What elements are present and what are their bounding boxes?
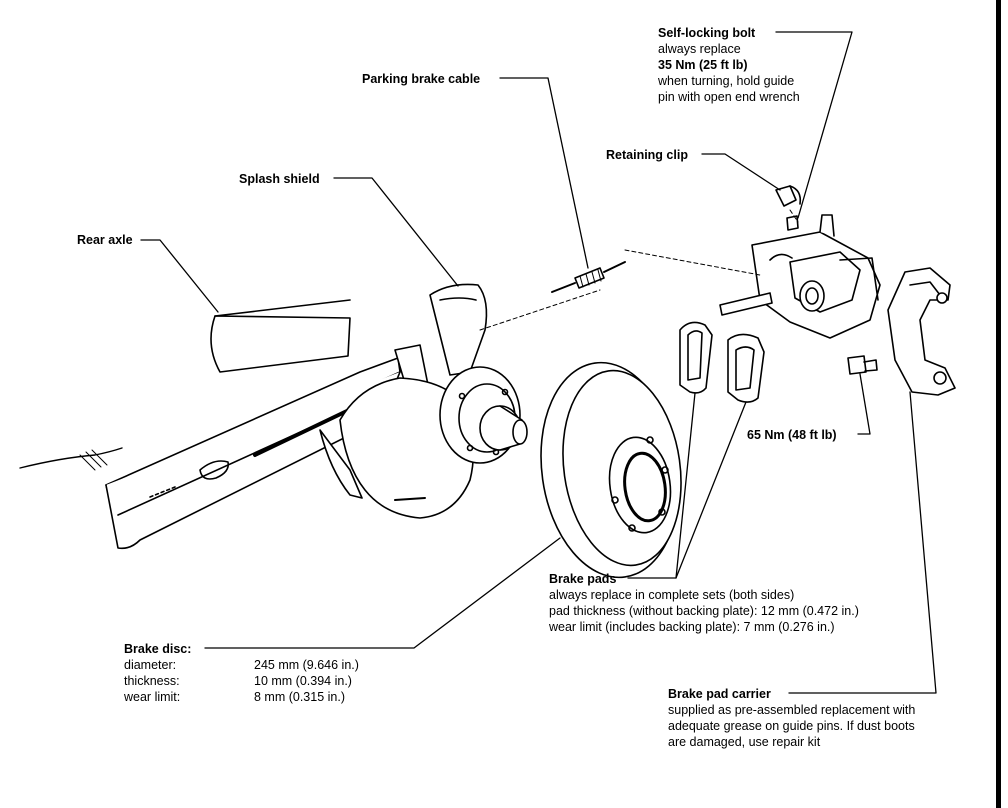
parking-brake-cable-drawing	[551, 261, 626, 293]
leader-lines	[140, 31, 937, 694]
spec-value: 245 mm (9.646 in.)	[254, 658, 359, 672]
right-border	[996, 0, 1001, 808]
brake-pads-line: pad thickness (without backing plate): 1…	[549, 604, 859, 618]
spec-value: 8 mm (0.315 in.)	[254, 690, 346, 704]
wheel-hub-drawing	[439, 366, 528, 464]
brake-pads-title: Brake pads	[549, 572, 617, 586]
brake-disc-spec-row: diameter: 245 mm (9.646 in.)	[124, 657, 359, 673]
assembly-guide-lines	[479, 209, 799, 331]
retaining-clip-label: Retaining clip	[606, 148, 688, 162]
brake-pads-line: wear limit (includes backing plate): 7 m…	[549, 620, 835, 634]
brake-disc-spec-row: thickness: 10 mm (0.394 in.)	[124, 673, 359, 689]
brake-pad-carrier-line: are damaged, use repair kit	[668, 735, 821, 749]
brake-pads-callout: Brake pads always replace in complete se…	[549, 571, 859, 635]
rear-axle-drawing	[19, 299, 431, 550]
splash-shield-label: Splash shield	[239, 172, 320, 186]
self-locking-bolt-line: when turning, hold guide	[658, 74, 795, 88]
brake-pad-carrier-drawing	[887, 267, 956, 396]
brake-pad-carrier-line: supplied as pre-assembled replacement wi…	[668, 703, 916, 717]
brake-pad-carrier-line: adequate grease on guide pins. If dust b…	[668, 719, 915, 733]
rear-axle-label: Rear axle	[77, 233, 133, 247]
brake-disc-title: Brake disc:	[124, 642, 192, 656]
brake-disc-drawing	[540, 361, 682, 579]
spec-value: 10 mm (0.394 in.)	[254, 674, 352, 688]
brake-caliper-drawing	[719, 214, 881, 339]
carrier-bolt-drawing	[847, 355, 878, 375]
parking-brake-cable-label: Parking brake cable	[362, 72, 481, 86]
self-locking-bolt-title: Self-locking bolt	[658, 26, 756, 40]
brake-disc-callout: Brake disc: diameter: 245 mm (9.646 in.)…	[124, 641, 359, 705]
brake-pad-carrier-callout: Brake pad carrier supplied as pre-assemb…	[668, 686, 915, 750]
self-locking-bolt-callout: Self-locking bolt always replace 35 Nm (…	[658, 25, 800, 105]
spec-key: diameter:	[124, 658, 177, 672]
self-locking-bolt-line: always replace	[658, 42, 741, 56]
brake-pads-drawing	[679, 321, 765, 403]
self-locking-bolt-line: pin with open end wrench	[658, 90, 800, 104]
brake-pads-line: always replace in complete sets (both si…	[549, 588, 795, 602]
self-locking-bolt-torque: 35 Nm (25 ft lb)	[658, 58, 748, 72]
brake-pad-carrier-title: Brake pad carrier	[668, 687, 771, 701]
spec-key: wear limit:	[124, 690, 181, 704]
brake-disc-spec-row: wear limit: 8 mm (0.315 in.)	[124, 689, 359, 705]
torque-65-label: 65 Nm (48 ft lb)	[747, 428, 837, 442]
retaining-clip-drawing	[775, 185, 802, 207]
spec-key: thickness:	[124, 674, 180, 688]
